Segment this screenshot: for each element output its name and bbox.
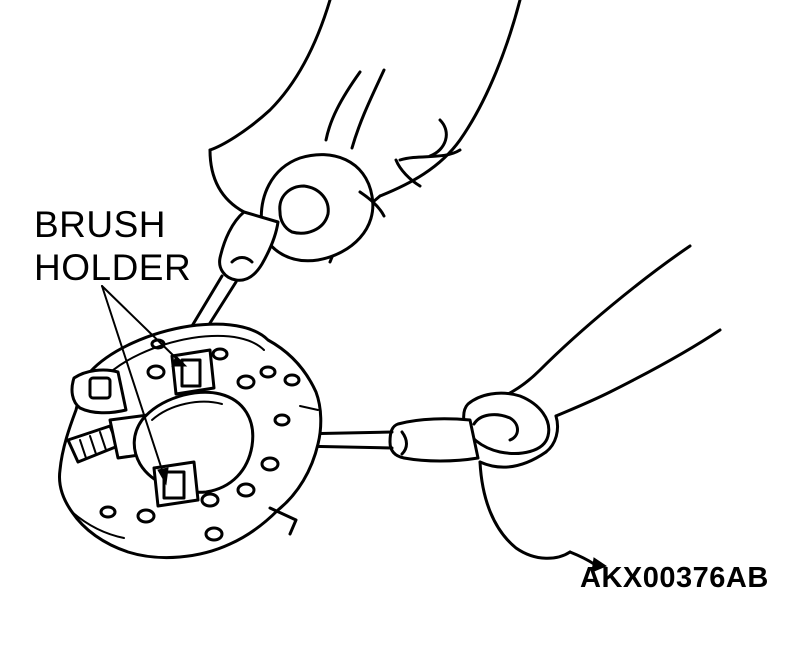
upper-hand: [208, 0, 522, 264]
mounting-holes: [99, 338, 301, 542]
callout-label-line-2: HOLDER: [34, 247, 192, 288]
lower-hand: [462, 244, 722, 573]
figure-code: AKX00376AB: [580, 562, 769, 594]
callout-label-line-1: BRUSH: [34, 204, 167, 245]
lower-test-probe: [294, 417, 480, 463]
callout-leaders: [101, 285, 188, 486]
upper-test-probe: [184, 210, 280, 344]
brush-holder-plate: [58, 322, 323, 560]
